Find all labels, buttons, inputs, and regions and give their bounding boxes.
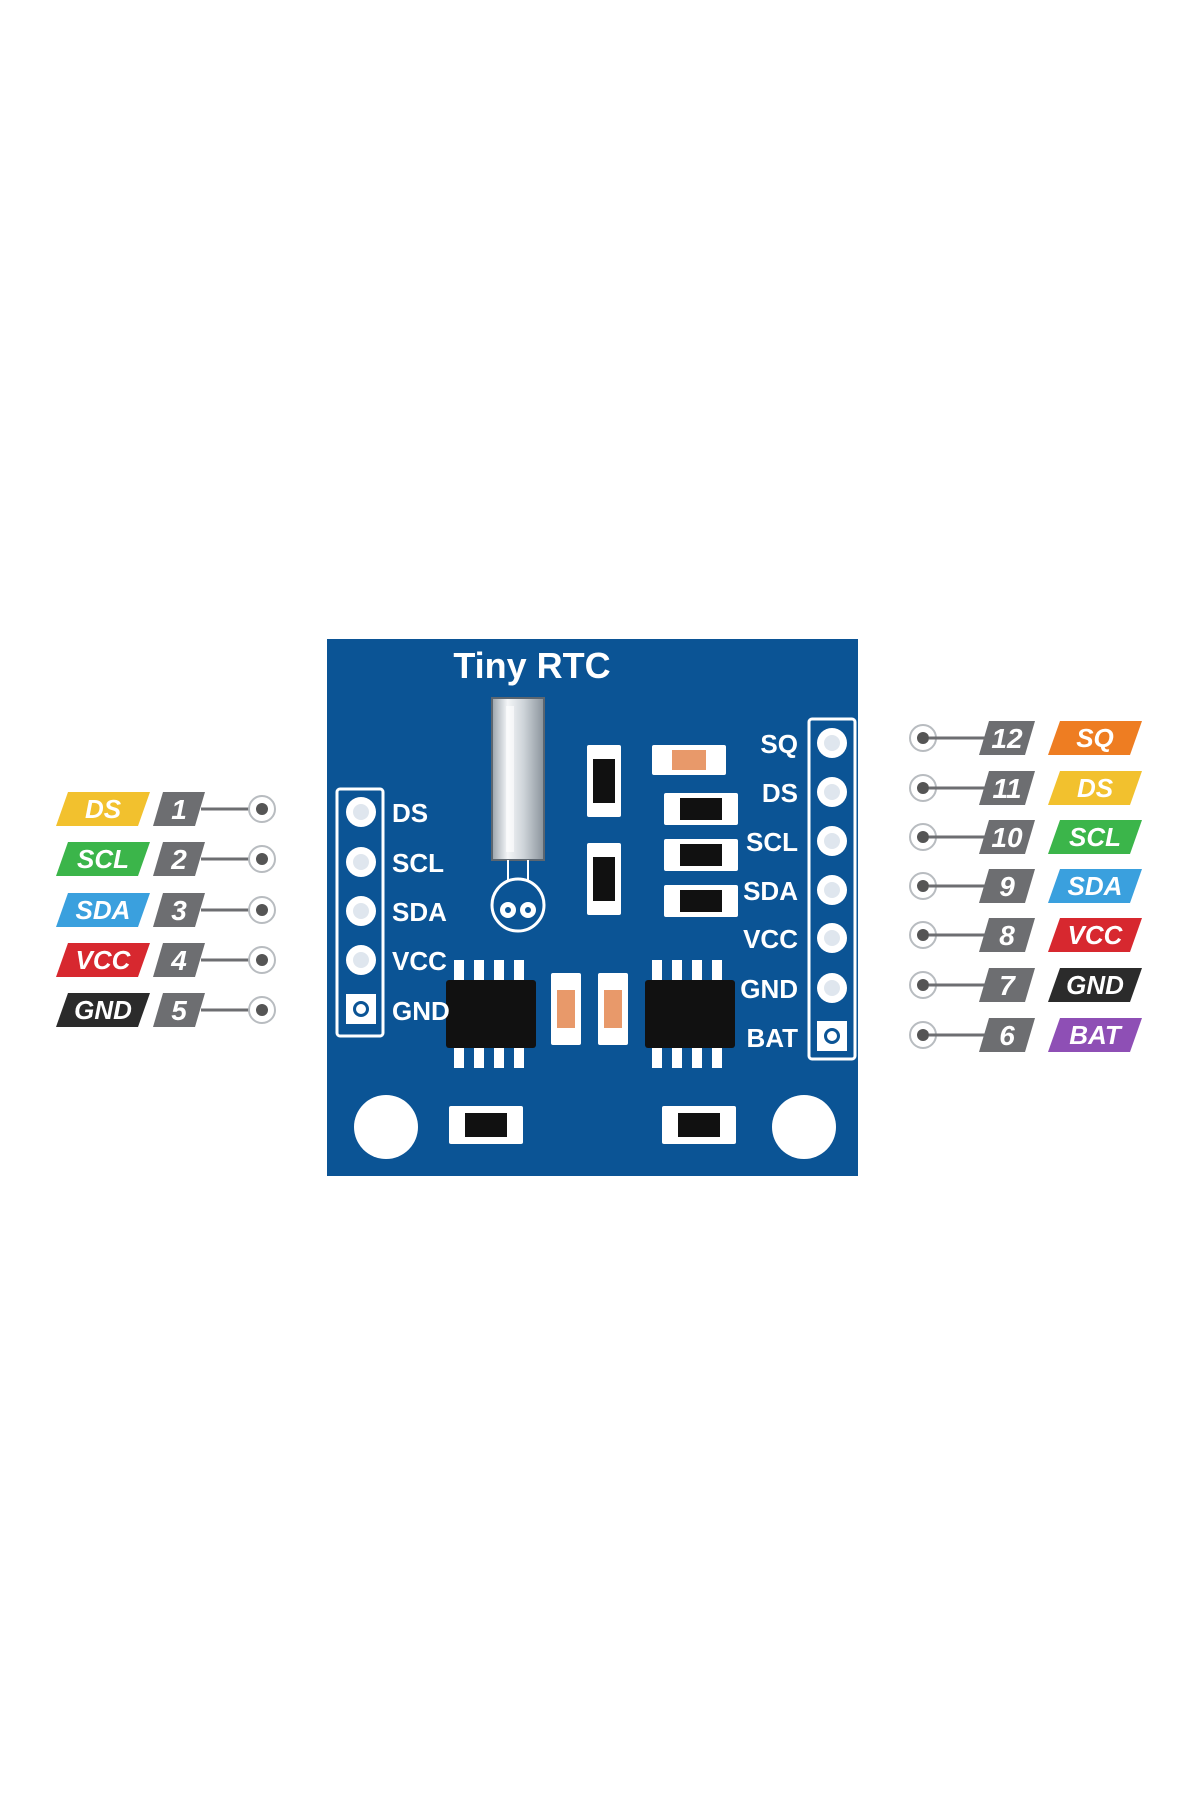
pin-name-tag <box>56 993 150 1027</box>
pin-number-badge <box>979 721 1035 755</box>
pin-number-label: 12 <box>991 723 1023 754</box>
pin-name-label: SQ <box>1076 723 1114 753</box>
pin-number-label: 11 <box>992 773 1021 804</box>
pin-number-badge <box>979 771 1035 805</box>
mounting-hole <box>772 1095 836 1159</box>
pin-number-badge <box>153 792 205 826</box>
pin-callout-6: 6 BAT <box>909 1018 1142 1052</box>
left-header-label: SDA <box>392 897 447 927</box>
right-header-pins: SQ DS SCL SDA VCC GND BAT <box>740 728 847 1053</box>
pin-name-tag <box>56 893 150 927</box>
pin-number-badge <box>153 893 205 927</box>
pin-callout-4: VCC 4 <box>56 943 276 977</box>
left-header-pins: DS SCL SDA VCC GND <box>346 797 450 1026</box>
pin-callout-12: 12 SQ <box>909 721 1142 755</box>
left-header-label: GND <box>392 996 450 1026</box>
ic-chip-right <box>645 960 735 1068</box>
smd-resistor <box>449 1106 523 1144</box>
pin-name-tag <box>1048 968 1142 1002</box>
pin-name-label: SCL <box>1069 822 1121 852</box>
pin-name-tag <box>56 842 150 876</box>
right-header-label: BAT <box>746 1023 798 1053</box>
pin-number-badge <box>979 968 1035 1002</box>
pin-number-badge <box>153 943 205 977</box>
pin-callout-1: DS 1 <box>56 792 276 826</box>
smd-capacitor <box>652 745 726 775</box>
pin-callout-11: 11 DS <box>909 771 1142 805</box>
pin-number-label: 5 <box>171 995 187 1026</box>
left-header-label: SCL <box>392 848 444 878</box>
pin-callout-5: GND 5 <box>56 993 276 1027</box>
smd-component <box>587 745 621 817</box>
pin-name-tag <box>1048 918 1142 952</box>
pin-name-label: GND <box>74 995 132 1025</box>
right-header-label: GND <box>740 974 798 1004</box>
crystal-oscillator <box>490 697 546 933</box>
pin-name-label: BAT <box>1069 1020 1123 1050</box>
smd-capacitor <box>598 973 628 1045</box>
right-header-label: DS <box>762 778 798 808</box>
pin-callout-9: 9 SDA <box>909 869 1142 903</box>
right-header-label: SCL <box>746 827 798 857</box>
right-pin-header <box>807 717 857 1061</box>
pin-name-label: DS <box>85 794 122 824</box>
pin-name-tag <box>1048 1018 1142 1052</box>
pin-callout-7: 7 GND <box>909 968 1142 1002</box>
left-header-label: DS <box>392 798 428 828</box>
mounting-hole <box>354 1095 418 1159</box>
pin-number-badge <box>153 842 205 876</box>
pin-name-label: VCC <box>1068 920 1124 950</box>
smd-resistor <box>664 885 738 917</box>
pin-number-label: 10 <box>991 822 1023 853</box>
pin-callout-2: SCL 2 <box>56 842 276 876</box>
smd-resistor <box>664 793 738 825</box>
pin-number-label: 4 <box>170 945 187 976</box>
pin-name-label: SCL <box>77 844 129 874</box>
pin-name-tag <box>1048 869 1142 903</box>
pin-number-label: 6 <box>999 1020 1015 1051</box>
pin-number-label: 1 <box>171 794 187 825</box>
pin-name-tag <box>56 792 150 826</box>
pin-number-label: 3 <box>171 895 187 926</box>
pin-name-label: SDA <box>76 895 131 925</box>
pin-callout-8: 8 VCC <box>909 918 1142 952</box>
pin-name-label: DS <box>1077 773 1114 803</box>
pin-number-badge <box>153 993 205 1027</box>
pin-number-label: 8 <box>999 920 1015 951</box>
pin-number-badge <box>979 820 1035 854</box>
pin-callout-10: 10 SCL <box>909 820 1142 854</box>
pin-number-label: 9 <box>999 871 1015 902</box>
pin-name-label: VCC <box>76 945 132 975</box>
right-pin-callouts: 12 SQ 11 DS 10 SCL 9 SDA 8 VCC 7 GND 6 BAT <box>909 721 1142 1052</box>
right-header-label: SQ <box>760 729 798 759</box>
pin-number-badge <box>979 918 1035 952</box>
pin-number-label: 7 <box>999 970 1016 1001</box>
right-header-label: SDA <box>743 876 798 906</box>
pin-name-tag <box>1048 820 1142 854</box>
pin-callout-3: SDA 3 <box>56 893 276 927</box>
pin-name-label: GND <box>1066 970 1124 1000</box>
left-header-label: VCC <box>392 946 447 976</box>
right-header-label: VCC <box>743 924 798 954</box>
left-pin-header <box>335 787 385 1038</box>
pin-name-tag <box>56 943 150 977</box>
ic-chip-left <box>446 960 536 1068</box>
smd-capacitor <box>551 973 581 1045</box>
smd-component <box>587 843 621 915</box>
smd-resistor <box>664 839 738 871</box>
pin-number-badge <box>979 1018 1035 1052</box>
pin-number-badge <box>979 869 1035 903</box>
pin-name-tag <box>1048 771 1142 805</box>
smd-resistor <box>662 1106 736 1144</box>
pin-name-label: SDA <box>1068 871 1123 901</box>
board-title: Tiny RTC <box>453 645 610 686</box>
pin-name-tag <box>1048 721 1142 755</box>
pin-number-label: 2 <box>170 844 187 875</box>
